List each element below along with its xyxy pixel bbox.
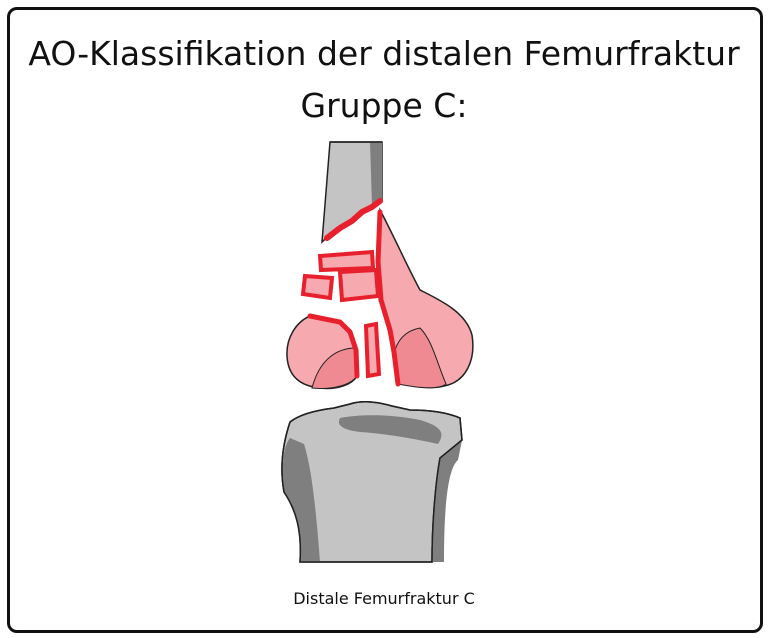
lateral-condyle-fragment [375, 207, 474, 389]
medial-condyle-fragment [286, 313, 360, 390]
femur-shaft [321, 141, 383, 244]
title-line-2: Gruppe C: [300, 86, 468, 125]
title-line-1: AO-Klassifikation der distalen Femurfrak… [28, 34, 740, 73]
figure-caption: Distale Femurfraktur C [293, 589, 475, 608]
page-title: AO-Klassifikation der distalen Femurfrak… [0, 28, 768, 132]
intercondylar-fragment [363, 321, 382, 379]
metaphyseal-fragment-2 [300, 273, 335, 301]
tibia [281, 401, 463, 563]
shaft-fracture-line [324, 198, 383, 241]
metaphyseal-fragment-1 [317, 249, 376, 273]
